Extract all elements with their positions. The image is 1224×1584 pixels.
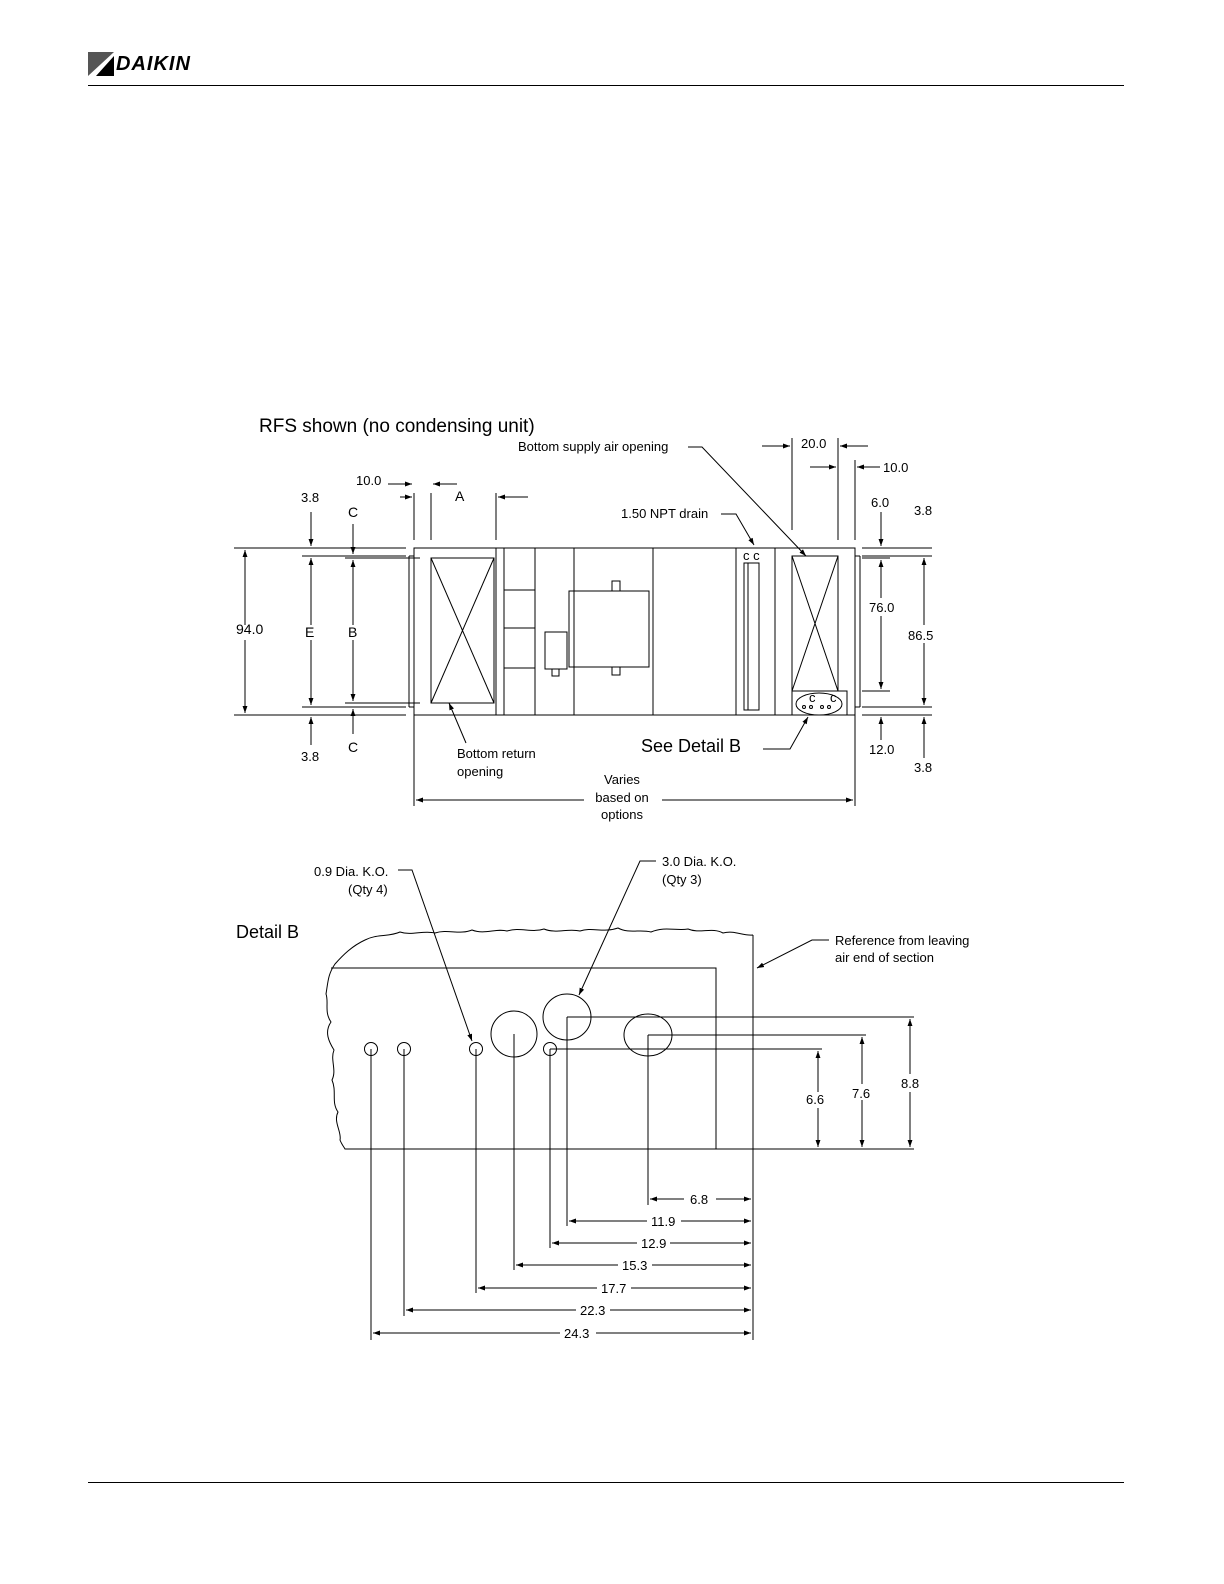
- hdim-17-7: 17.7: [601, 1281, 626, 1296]
- header-rule: [88, 85, 1124, 86]
- detail-b: Detail B 6.6 7.6 8.8: [236, 854, 969, 1341]
- hdim-11-9: 11.9: [651, 1214, 675, 1229]
- footer-rule: [88, 1482, 1124, 1483]
- vdim-8-8: 8.8: [901, 1076, 919, 1091]
- top-view-title: RFS shown (no condensing unit): [259, 416, 535, 437]
- hdim-6-8: 6.8: [690, 1192, 708, 1207]
- detail-b-marker: [795, 692, 843, 716]
- svg-text:c c: c c: [743, 548, 760, 563]
- label-ko-small-1: 0.9 Dia. K.O.: [314, 864, 388, 879]
- dim-76: 76.0: [869, 600, 894, 615]
- fan-housing: [568, 590, 650, 668]
- dim-C-top: C: [348, 504, 358, 520]
- bottom-return-opening: [430, 557, 495, 704]
- daikin-logo-icon: [88, 52, 114, 76]
- label-see-detail-b: See Detail B: [641, 736, 741, 756]
- panel-outline: [325, 927, 754, 1150]
- dim-10-left: 10.0: [356, 473, 381, 488]
- label-bottom-return-2: opening: [457, 764, 503, 779]
- hdim-24-3: 24.3: [564, 1326, 589, 1341]
- dim-6: 6.0: [871, 495, 889, 510]
- motor: [544, 631, 568, 670]
- vdim-7-6: 7.6: [852, 1086, 870, 1101]
- label-varies-1: Varies: [604, 772, 640, 787]
- label-varies-3: options: [601, 807, 643, 822]
- label-bottom-return-1: Bottom return: [457, 746, 536, 761]
- detail-b-title: Detail B: [236, 922, 299, 942]
- svg-text:c: c: [809, 690, 816, 705]
- svg-text:c: c: [830, 690, 837, 705]
- dim-C-bottom: C: [348, 739, 358, 755]
- unit-outline: [413, 547, 856, 716]
- dim-3-8-top-right: 3.8: [914, 503, 932, 518]
- label-ko-large-1: 3.0 Dia. K.O.: [662, 854, 736, 869]
- dim-3-8-bottom-left: 3.8: [301, 749, 319, 764]
- dim-20: 20.0: [801, 436, 826, 451]
- label-bottom-supply: Bottom supply air opening: [518, 439, 668, 454]
- hdim-12-9: 12.9: [641, 1236, 666, 1251]
- brand-logo: DAIKIN: [88, 52, 191, 76]
- label-varies-2: based on: [595, 790, 649, 805]
- dim-3-8-bottom-right: 3.8: [914, 760, 932, 775]
- vdim-6-6: 6.6: [806, 1092, 824, 1107]
- brand-name: DAIKIN: [116, 52, 191, 75]
- dim-3-8-top-left: 3.8: [301, 490, 319, 505]
- dim-86-5: 86.5: [908, 628, 933, 643]
- dim-A: A: [455, 488, 465, 504]
- hdim-22-3: 22.3: [580, 1303, 605, 1318]
- label-ko-small-2: (Qty 4): [348, 882, 388, 897]
- top-view: RFS shown (no condensing unit): [234, 416, 933, 822]
- dim-94: 94.0: [236, 621, 263, 637]
- dim-10-right: 10.0: [883, 460, 908, 475]
- label-ko-large-2: (Qty 3): [662, 872, 702, 887]
- dim-B: B: [348, 624, 357, 640]
- label-reference-1: Reference from leaving: [835, 933, 969, 948]
- hdim-15-3: 15.3: [622, 1258, 647, 1273]
- dim-12: 12.0: [869, 742, 894, 757]
- dim-E: E: [305, 624, 314, 640]
- bottom-supply-opening: [791, 555, 839, 692]
- label-npt-drain: 1.50 NPT drain: [621, 506, 708, 521]
- label-reference-2: air end of section: [835, 950, 934, 965]
